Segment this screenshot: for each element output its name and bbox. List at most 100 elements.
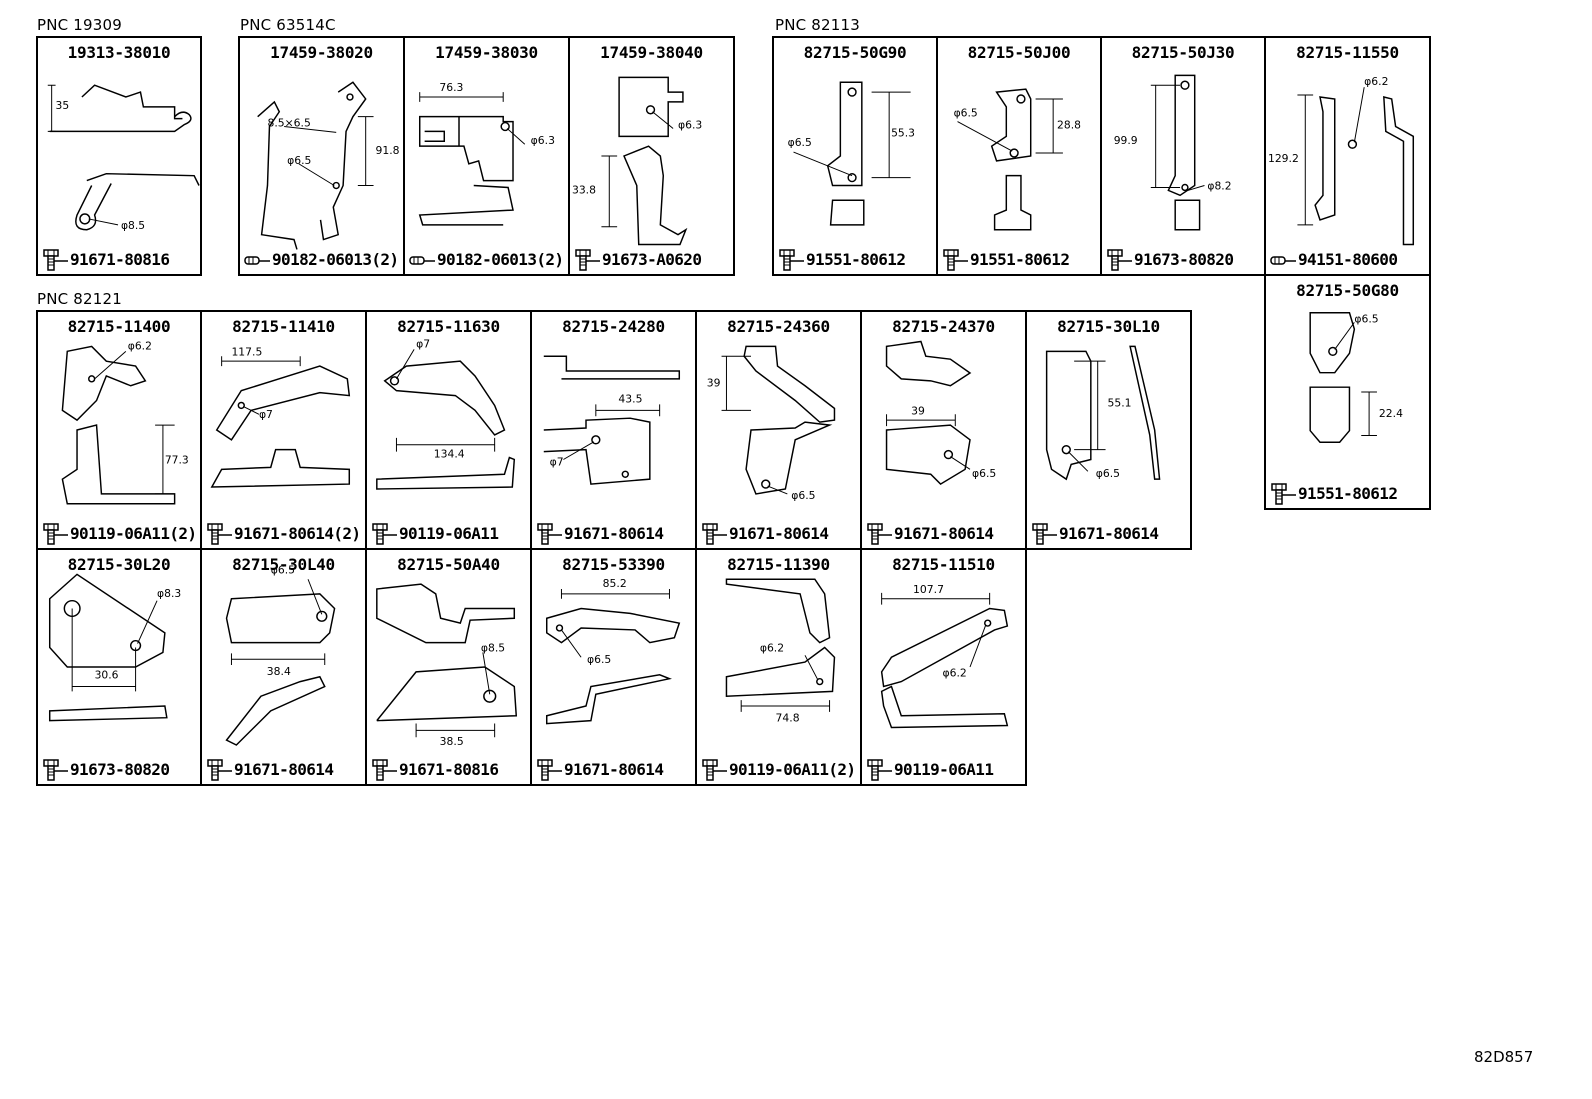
part-sketch: 43.5φ7: [543, 355, 681, 485]
dimension-label: φ7: [550, 455, 564, 468]
fastener-row: 91671-80614: [536, 759, 695, 781]
fastener-part-number: 91671-80816: [70, 250, 170, 269]
dimension-label: 35: [56, 99, 70, 112]
part-number-title: 82715-50G80: [1296, 281, 1399, 300]
part-number-title: 82715-50J00: [967, 43, 1071, 62]
part-number-title: 82715-11630: [397, 317, 500, 336]
figure-code: 82D857: [1474, 1048, 1534, 1066]
part-sketch: φ8.538.5: [376, 583, 518, 748]
fastener-part-number: 91671-80614: [564, 760, 664, 779]
fastener-part-number: 91671-80614(2): [234, 524, 361, 543]
dimension-label: φ6.5: [587, 653, 611, 666]
dimension-label: φ6.5: [1354, 312, 1378, 325]
fastener-part-number: 91671-80614: [894, 524, 994, 543]
part-sketch: φ6.538.4: [225, 563, 336, 746]
part-sketch: φ8.330.6: [48, 573, 181, 722]
part-number-title: 82715-50A40: [397, 555, 500, 574]
part-drawing: 117.5 φ7: [202, 312, 365, 548]
fastener-row: 91671-80614: [206, 759, 365, 781]
fastener-part-number: 90182-06013(2): [272, 250, 399, 269]
part-number-title: 82715-53390: [562, 555, 665, 574]
dimension-label: 85.2: [603, 577, 627, 590]
part-sketch: φ6.528.8: [954, 88, 1081, 231]
fastener-row: 90119-06A11: [371, 523, 530, 545]
part-sketch: 55.1φ6.5: [1045, 345, 1161, 481]
dimension-label: 74.8: [776, 712, 800, 725]
part-number-title: 82715-24370: [892, 317, 995, 336]
part-sketch: 76.3φ6.3: [418, 81, 555, 226]
part-sketch: 8.5×6.5φ6.591.8: [257, 81, 400, 250]
part-drawing: 85.2 φ6.5: [532, 550, 695, 784]
fastener-row: 90119-06A11: [866, 759, 1025, 781]
part-number-title: 82715-50G90: [803, 43, 907, 62]
dimension-label: 55.3: [891, 126, 915, 139]
fastener-row: 91551-80612: [778, 249, 936, 271]
part-number-title: 19313-38010: [67, 43, 171, 62]
part-number-title: 82715-50J30: [1131, 43, 1235, 62]
dimension-label: φ7: [416, 337, 430, 350]
dimension-label: 33.8: [572, 183, 596, 196]
dimension-label: φ8.3: [157, 587, 181, 600]
part-number-title: 82715-30L40: [232, 555, 335, 574]
fastener-row: 91671-80614: [701, 523, 860, 545]
dimension-label: 129.2: [1268, 152, 1299, 165]
dimension-label: φ6.3: [531, 134, 555, 147]
pnc-label: PNC 82121: [37, 290, 123, 308]
fastener-part-number: 91671-80614: [564, 524, 664, 543]
dimension-label: 38.5: [440, 735, 464, 748]
part-cell: 85.2 φ6.5 82715-53390 91671-80614: [530, 548, 697, 786]
part-number-title: 82715-24280: [562, 317, 665, 336]
part-number-title: 82715-30L10: [1057, 317, 1160, 336]
fastener-part-number: 91671-80614: [234, 760, 334, 779]
dimension-label: 39: [911, 404, 925, 417]
part-sketch: 107.7φ6.2: [880, 583, 1009, 729]
fastener-row: 91673-80820: [1106, 249, 1264, 271]
dimension-label: φ7: [259, 408, 273, 421]
dimension-label: 117.5: [231, 345, 262, 358]
part-number-title: 82715-30L20: [67, 555, 171, 574]
fastener-part-number: 90182-06013(2): [437, 250, 564, 269]
part-sketch: φ6.277.3: [61, 339, 189, 505]
part-sketch: φ6.555.3: [788, 81, 915, 226]
fastener-row: 90119-06A11(2): [701, 759, 860, 781]
fastener-part-number: 90119-06A11: [399, 524, 499, 543]
fastener-part-number: 91671-80614: [1059, 524, 1159, 543]
dimension-label: 91.8: [376, 144, 400, 157]
part-number-title: 82715-11550: [1296, 43, 1399, 62]
part-drawing: φ6.5 22.4: [1266, 276, 1429, 508]
pnc-label: PNC 82113: [775, 16, 861, 34]
fastener-row: 94151-80600: [1270, 249, 1429, 271]
part-number-title: 17459-38020: [270, 43, 373, 62]
fastener-row: 91673-A0620: [574, 249, 733, 271]
fastener-row: 91673-80820: [42, 759, 200, 781]
part-number-title: 82715-11400: [67, 317, 171, 336]
dimension-label: 22.4: [1379, 407, 1403, 420]
